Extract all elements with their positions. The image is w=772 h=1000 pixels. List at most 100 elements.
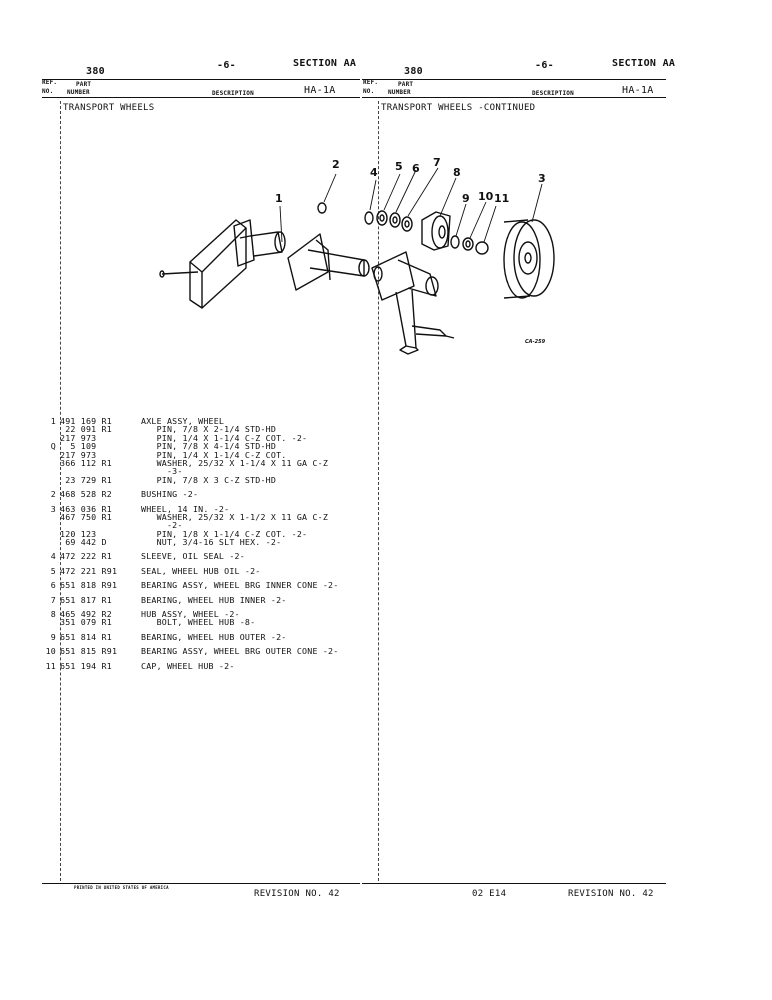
part-description: WHEEL, 14 IN. -2- (141, 503, 230, 514)
part-number: 23 729 R1 (60, 474, 112, 485)
part-description: NUT, 3/4-16 SLT HEX. -2- (141, 537, 282, 548)
callout-6: 6 (412, 162, 420, 175)
ref-number: 7 (50, 594, 56, 605)
part-description: BEARING, WHEEL HUB OUTER -2- (141, 631, 287, 642)
callout-5: 5 (395, 160, 403, 173)
left-col-number: NUMBER (67, 89, 90, 96)
parts-row: 217 973 PIN, 1/4 X 1-1/4 C-Z COT. (40, 449, 360, 460)
left-section-heading: TRANSPORT WHEELS (63, 103, 155, 113)
part-number: 22 091 R1 (60, 424, 112, 435)
parts-row: -3- (40, 466, 360, 477)
right-col-description: DESCRIPTION (532, 90, 574, 97)
ref-number: 3 (50, 503, 56, 514)
transport-wheel-exploded-diagram: 1 2 3 4 5 6 7 8 9 10 11 CA-259 (159, 156, 555, 355)
part-description: PIN, 1/4 X 1-1/4 C-Z COT. -2- (141, 432, 308, 443)
part-description: -2- (141, 520, 183, 531)
parts-row: 10 651 815 R91 BEARING ASSY, WHEEL BRG OUT… (40, 646, 360, 657)
right-revision-number: REVISION NO. 42 (568, 889, 654, 899)
callout-7: 7 (433, 156, 441, 169)
left-section-code: HA-1A (304, 85, 336, 96)
parts-row: 23 729 R1 PIN, 7/8 X 3 C-Z STD-HD (40, 474, 360, 485)
part-description: PIN, 1/4 X 1-1/4 C-Z COT. (141, 449, 287, 460)
left-page-number: -6- (217, 60, 236, 71)
parts-row: 7 651 817 R1 BEARING, WHEEL HUB INNER -2- (40, 594, 360, 605)
seal-and-bearing-rings (364, 210, 413, 232)
part-description: PIN, 7/8 X 2-1/4 STD-HD (141, 424, 277, 435)
right-section-heading: TRANSPORT WHEELS -CONTINUED (381, 103, 536, 113)
callout-1: 1 (275, 192, 283, 205)
callout-8: 8 (453, 166, 461, 179)
part-number: 351 079 R1 (60, 617, 112, 628)
right-ref-column-divider (378, 101, 379, 881)
parts-row: 69 442 D NUT, 3/4-16 SLT HEX. -2- (40, 537, 360, 548)
part-number: 468 528 R2 (60, 489, 112, 500)
callout-9: 9 (462, 192, 470, 205)
left-header-rule-bottom (42, 97, 360, 98)
microfiche-code: 02 E14 (472, 889, 507, 899)
part-number: 651 817 R1 (60, 594, 112, 605)
part-description: -3- (141, 466, 183, 477)
axle-assembly-right (371, 251, 455, 355)
left-col-part: PART (76, 81, 92, 88)
left-model-number: 380 (86, 66, 105, 77)
axle-assembly-middle (287, 233, 370, 291)
part-description: WASHER, 25/32 X 1-1/2 X 11 GA C-Z (141, 511, 329, 522)
left-col-description: DESCRIPTION (212, 90, 254, 97)
part-description: WASHER, 25/32 X 1-1/4 X 11 GA C-Z (141, 457, 329, 468)
part-number: 651 814 R1 (60, 631, 112, 642)
hub-cap-part (475, 241, 489, 255)
left-footer-rule (42, 883, 360, 884)
part-number: 217 973 (60, 449, 97, 460)
bushing-part (317, 202, 327, 214)
ref-number: 9 (50, 631, 56, 642)
part-description: SLEEVE, OIL SEAL -2- (141, 551, 245, 562)
ref-number: 6 (50, 580, 56, 591)
right-col-ref: REF. (363, 79, 379, 86)
outer-bearing-part (450, 235, 460, 249)
part-number: 651 815 R91 (60, 646, 118, 657)
ref-number: 8 (50, 609, 56, 620)
part-number: 366 112 R1 (60, 457, 112, 468)
wheel-rim-part (503, 219, 555, 299)
left-revision-number: REVISION NO. 42 (254, 889, 340, 899)
parts-row: 120 123 PIN, 1/8 X 1-1/4 C-Z COT. -2- (40, 528, 360, 539)
axle-assembly-left (159, 219, 286, 309)
parts-row: 6 651 818 R91 BEARING ASSY, WHEEL BRG INNE… (40, 580, 360, 591)
part-description: SEAL, WHEEL HUB OIL -2- (141, 565, 261, 576)
ref-number: 2 (50, 489, 56, 500)
right-model-number: 380 (404, 66, 423, 77)
part-description: BEARING ASSY, WHEEL BRG OUTER CONE -2- (141, 646, 339, 657)
part-number: 465 492 R2 (60, 609, 112, 620)
outer-bearing-cone-part (462, 237, 474, 251)
right-footer-rule (362, 883, 666, 884)
left-col-ref: REF. (42, 79, 58, 86)
part-description: BEARING ASSY, WHEEL BRG INNER CONE -2- (141, 580, 339, 591)
callout-11: 11 (494, 192, 509, 205)
right-col-number: NUMBER (388, 89, 411, 96)
ref-number: 5 (50, 565, 56, 576)
part-number: 69 442 D (60, 537, 107, 548)
parts-row: -2- (40, 520, 360, 531)
right-col-no: NO. (363, 88, 375, 95)
part-description: BEARING, WHEEL HUB INNER -2- (141, 594, 287, 605)
parts-row: 467 750 R1 WASHER, 25/32 X 1-1/2 X 11 GA… (40, 511, 360, 522)
parts-row: 351 079 R1 BOLT, WHEEL HUB -8- (40, 617, 360, 628)
part-number: 651 194 R1 (60, 660, 112, 671)
callout-2: 2 (332, 158, 340, 171)
part-number: 217 973 (60, 432, 97, 443)
right-col-part: PART (398, 81, 414, 88)
part-number: 5 109 (60, 441, 97, 452)
wheel-hub-part (421, 211, 451, 251)
parts-row: 22 091 R1 PIN, 7/8 X 2-1/4 STD-HD (40, 424, 360, 435)
part-number: 651 818 R91 (60, 580, 118, 591)
part-number: 472 222 R1 (60, 551, 112, 562)
part-description: PIN, 1/8 X 1-1/4 C-Z COT. -2- (141, 528, 308, 539)
ref-number: 10 (45, 646, 56, 657)
ref-number: 1 (50, 416, 56, 426)
